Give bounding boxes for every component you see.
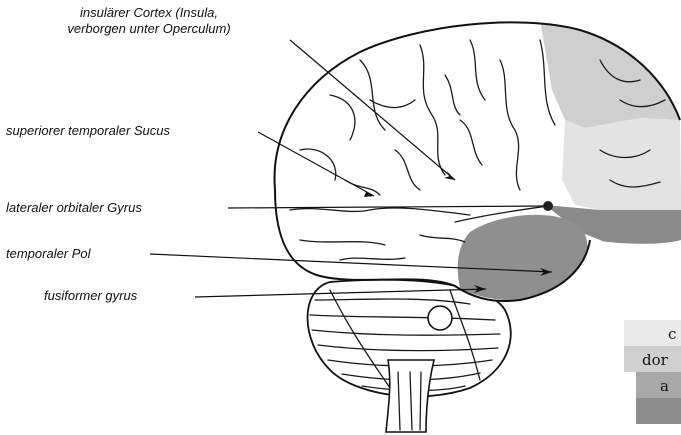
legend-text-1: c [668,325,676,343]
legend-text-3: a [660,377,669,395]
legend: c dor a [624,320,681,424]
label-insula-line2: verborgen unter Operculum) [67,21,230,36]
label-superior-temporal-sulcus: superiorer temporaler Sucus [6,123,171,138]
label-fusiform-gyrus: fusiformer gyrus [44,288,138,303]
labels: insulärer Cortex (Insula, verborgen unte… [6,5,231,303]
legend-swatch-4 [636,398,681,424]
brainstem [386,360,434,432]
label-lateral-orbital-gyrus: lateraler orbitaler Gyrus [6,200,142,215]
label-insula-line1: insulärer Cortex (Insula, [80,5,218,20]
legend-swatch-3 [636,372,681,398]
frontal-region-mid [562,118,681,210]
label-temporal-pole: temporaler Pol [6,246,92,261]
legend-text-2: dor [642,351,669,369]
